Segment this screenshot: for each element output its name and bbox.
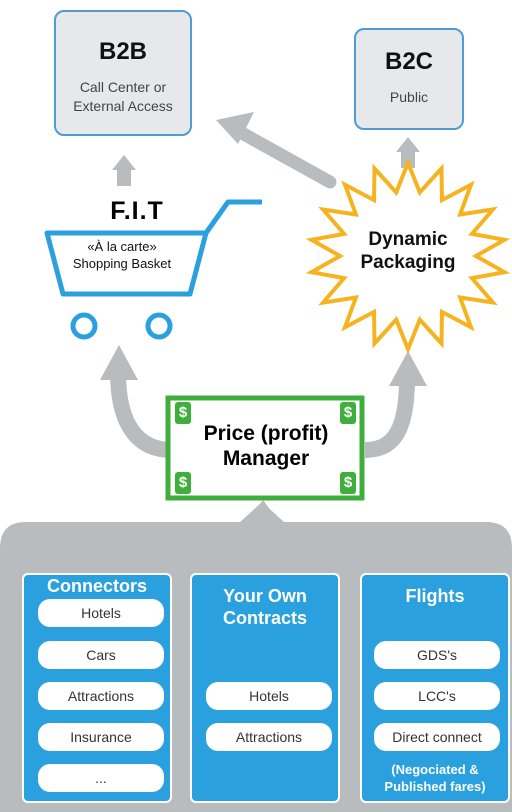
- connector-item: Cars: [38, 641, 164, 669]
- price-manager-label: Price (profit) Manager: [176, 421, 356, 471]
- b2c-box: B2C Public: [354, 28, 464, 130]
- contract-item: Attractions: [206, 723, 332, 751]
- connector-item: Attractions: [38, 682, 164, 710]
- arrow-price-to-dynamic: [364, 377, 415, 458]
- cart-wheel-right: [145, 312, 173, 340]
- arrow-price-to-fit: [110, 371, 173, 458]
- flights-note-line1: (Negociated &: [391, 762, 479, 777]
- flights-item: GDS's: [374, 641, 500, 669]
- cart-wheel-left: [70, 312, 98, 340]
- flights-item: LCC's: [374, 682, 500, 710]
- cart-label-line2: Shopping Basket: [72, 256, 172, 271]
- price-manager-bill: [165, 395, 365, 501]
- contracts-title-line2: Contracts: [222, 608, 307, 628]
- flights-note-line2: Published fares): [384, 779, 486, 794]
- dynamic-line2: Packaging: [360, 252, 456, 273]
- price-manager-line2: Manager: [222, 447, 310, 470]
- arrow-base-to-price-head: [242, 500, 284, 528]
- connector-item: ...: [38, 764, 164, 792]
- contracts-title-line1: Your Own: [223, 586, 307, 606]
- dynamic-line1: Dynamic: [368, 229, 448, 250]
- arrow-dynamic-to-b2c: [396, 137, 420, 168]
- fit-title: F.I.T: [110, 197, 164, 225]
- cart-label: «À la carte» Shopping Basket: [52, 238, 192, 272]
- flights-title: Flights: [405, 586, 465, 606]
- dynamic-packaging-label: Dynamic Packaging: [333, 228, 483, 274]
- b2b-subtitle-line1: Call Center or: [79, 79, 167, 95]
- cart-basket: [44, 230, 209, 297]
- b2b-title: B2B: [98, 38, 147, 65]
- connectors-column: Connectors Hotels Cars Attractions Insur…: [22, 573, 172, 803]
- cart-label-line1: «À la carte»: [87, 239, 157, 254]
- arrow-price-to-fit-head: [100, 345, 138, 380]
- dollar-icon: $: [340, 402, 356, 424]
- b2b-subtitle-line2: External Access: [73, 98, 173, 114]
- price-manager-line1: Price (profit): [203, 422, 329, 445]
- arrow-dynamic-to-b2b-shaft: [233, 125, 337, 189]
- contracts-column: Your Own Contracts Hotels Attractions: [190, 573, 340, 803]
- connectors-title: Connectors: [46, 576, 147, 596]
- dollar-icon: $: [175, 472, 191, 494]
- connector-item: Hotels: [38, 599, 164, 627]
- dollar-icon: $: [175, 402, 191, 424]
- arrow-dynamic-to-b2b-head: [216, 112, 254, 144]
- flights-note: (Negociated & Published fares): [362, 761, 508, 795]
- contract-item: Hotels: [206, 682, 332, 710]
- flights-column: Flights GDS's LCC's Direct connect (Nego…: [360, 573, 510, 803]
- arrow-fit-to-b2b: [112, 155, 136, 186]
- b2c-subtitle: Public: [389, 89, 429, 105]
- connector-item: Insurance: [38, 723, 164, 751]
- b2c-title: B2C: [384, 48, 433, 75]
- arrow-price-to-dynamic-head: [389, 351, 427, 386]
- b2b-box: B2B Call Center or External Access: [54, 10, 192, 136]
- dollar-icon: $: [340, 472, 356, 494]
- dynamic-packaging-burst: [305, 157, 511, 355]
- cart-handle: [203, 199, 262, 235]
- arrow-base-to-price-shaft: [256, 525, 271, 547]
- flights-item: Direct connect: [374, 723, 500, 751]
